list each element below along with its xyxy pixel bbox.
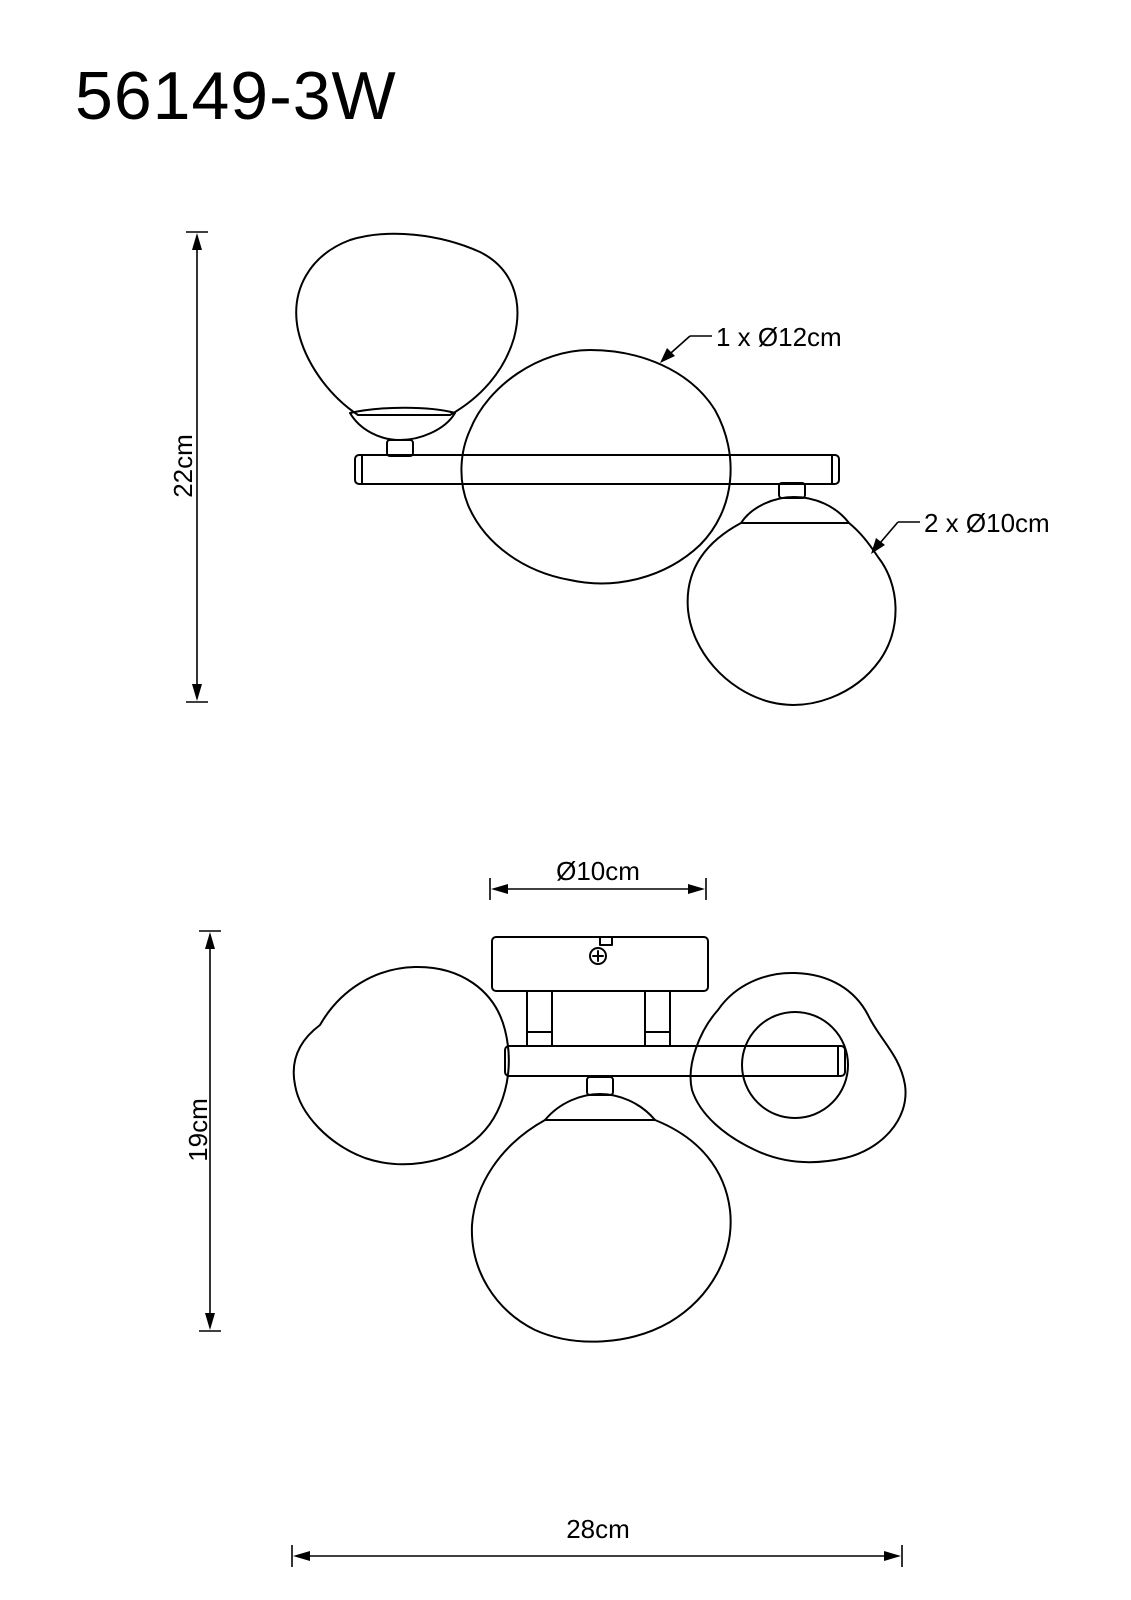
top-height-label: 19cm	[183, 1098, 213, 1162]
callout-large-globe: 1 x Ø12cm	[660, 322, 842, 363]
top-small-globe-right	[689, 971, 907, 1164]
height-dimension-22cm: 22cm	[168, 231, 208, 703]
callout-small-globes: 2 x Ø10cm	[871, 508, 1050, 554]
ceiling-canopy	[491, 936, 709, 992]
side-large-globe-center	[460, 349, 732, 585]
side-height-label: 22cm	[168, 434, 198, 498]
top-arm-bar	[504, 1045, 846, 1077]
width-dimension-28cm: 28cm	[291, 1514, 903, 1567]
side-small-globe-right	[686, 482, 897, 706]
top-view: Ø10cm 19cm 28cm	[183, 856, 907, 1567]
base-diameter-dimension: Ø10cm	[489, 856, 707, 900]
side-view: 22cm 1 x Ø12cm	[168, 231, 1050, 706]
side-arm-bar	[354, 454, 840, 485]
large-globe-diameter-label: 1 x Ø12cm	[716, 322, 842, 352]
base-diameter-label: Ø10cm	[556, 856, 640, 886]
mounting-rods	[526, 990, 671, 1047]
height-dimension-19cm: 19cm	[183, 930, 221, 1332]
top-large-globe-center	[470, 1076, 732, 1343]
side-small-globe-left	[295, 232, 519, 457]
width-label: 28cm	[566, 1514, 630, 1544]
top-small-globe-left	[292, 965, 510, 1166]
model-number-title: 56149-3W	[75, 58, 397, 134]
small-globes-diameter-label: 2 x Ø10cm	[924, 508, 1050, 538]
